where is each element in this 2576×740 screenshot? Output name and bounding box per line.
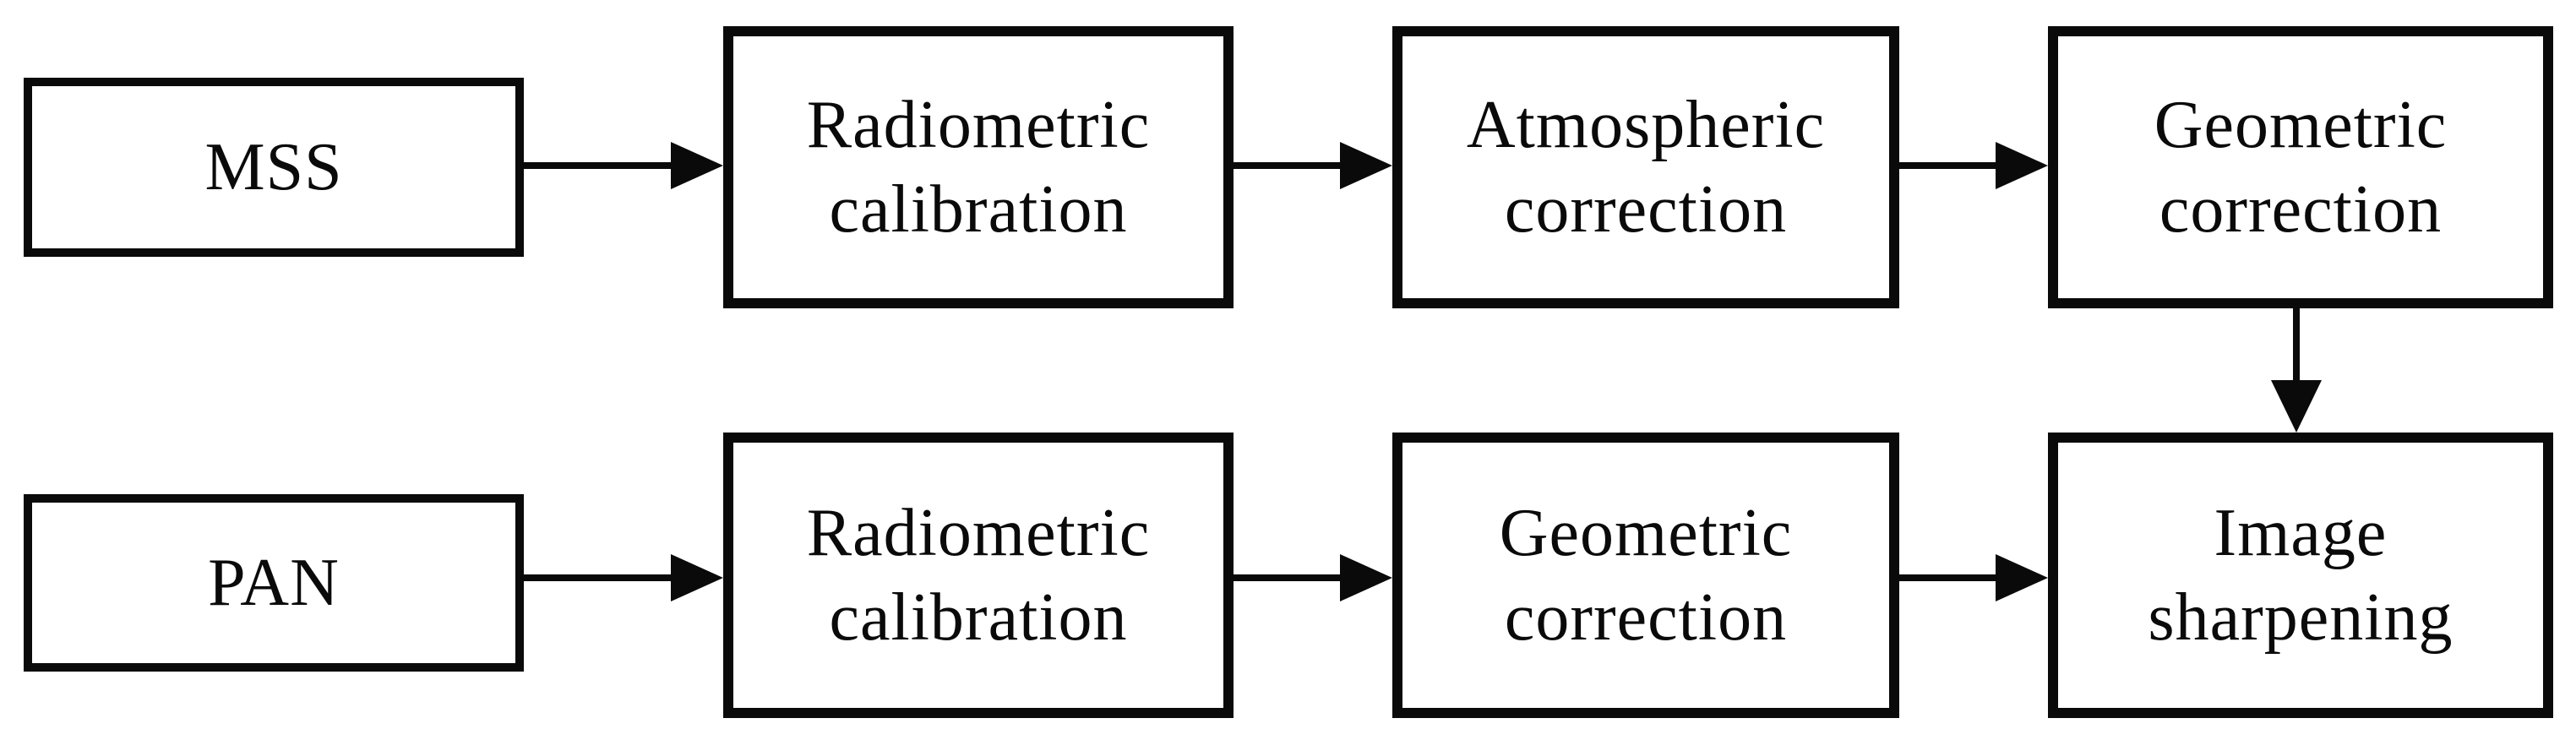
node-geometric-correction-bottom-label: Geometric correction: [1499, 496, 1793, 655]
node-radiometric-calibration-bottom-label: Radiometric calibration: [806, 496, 1151, 655]
node-radiometric-calibration-top: Radiometric calibration: [723, 26, 1234, 308]
node-image-sharpening-label: Image sharpening: [2148, 496, 2453, 655]
node-mss: MSS: [24, 78, 524, 257]
node-geometric-correction-top-label: Geometric correction: [2154, 88, 2448, 247]
node-geometric-correction-top: Geometric correction: [2048, 26, 2553, 308]
node-geometric-correction-bottom: Geometric correction: [1392, 433, 1899, 718]
arrow-pan-to-radiometric-calibration: [524, 554, 723, 601]
arrow-radiometric-to-geometric-bottom: [1234, 554, 1392, 601]
node-radiometric-calibration-top-label: Radiometric calibration: [806, 88, 1151, 247]
arrow-geometric-bottom-to-image-sharpening: [1899, 554, 2048, 601]
node-mss-label: MSS: [204, 130, 343, 204]
node-atmospheric-correction-label: Atmospheric correction: [1466, 88, 1826, 247]
node-image-sharpening: Image sharpening: [2048, 433, 2553, 718]
arrow-mss-to-radiometric-calibration: [524, 142, 723, 189]
node-atmospheric-correction: Atmospheric correction: [1392, 26, 1899, 308]
arrow-atmospheric-to-geometric: [1899, 142, 2048, 189]
node-pan: PAN: [24, 494, 524, 672]
node-radiometric-calibration-bottom: Radiometric calibration: [723, 433, 1234, 718]
arrow-radiometric-to-atmospheric: [1234, 142, 1392, 189]
node-pan-label: PAN: [208, 546, 340, 620]
arrow-geometric-to-image-sharpening: [2271, 308, 2322, 433]
